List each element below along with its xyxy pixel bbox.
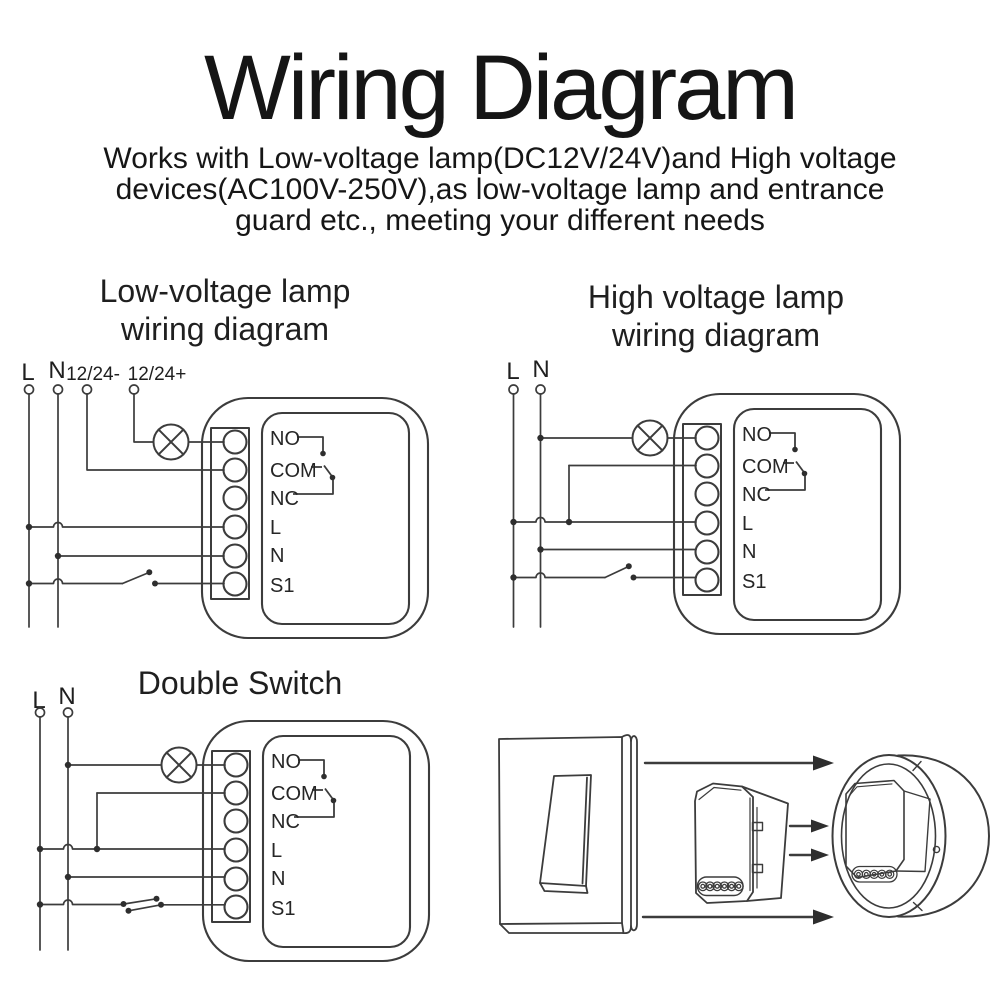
- terminal-label-l: L: [742, 513, 753, 535]
- terminal-label-com: COM: [271, 783, 318, 805]
- section-title: Double Switch: [138, 665, 343, 701]
- terminal-label-n: N: [270, 545, 284, 567]
- low-voltage-diagram: Low-voltage lamp wiring diagram L N 12/2…: [21, 273, 430, 640]
- section-title-line-1: Low-voltage lamp: [100, 273, 351, 309]
- arrow-right-icon: [788, 848, 829, 862]
- double-switch-diagram: Double Switch L N: [32, 665, 431, 963]
- terminal-label-no: NO: [270, 428, 300, 450]
- subtitle-line-2: devices(AC100V-250V),as low-voltage lamp…: [115, 173, 885, 206]
- terminal-label-l: L: [270, 517, 281, 539]
- lamp-icon: [631, 419, 669, 457]
- terminal-label-l: L: [271, 840, 282, 862]
- wire-label-l: L: [32, 687, 45, 714]
- round-mount-box-icon: [831, 754, 990, 918]
- high-voltage-diagram: High voltage lamp wiring diagram L N: [506, 279, 902, 636]
- junction-dots: [510, 434, 637, 581]
- terminal-label-com: COM: [742, 456, 789, 478]
- wires: [28, 393, 225, 628]
- arrow-right-icon: [788, 819, 829, 833]
- wire-label-dc-plus: 12/24+: [128, 364, 187, 385]
- wire-label-n: N: [48, 357, 65, 384]
- junction-dots: [25, 523, 158, 587]
- terminal-label-no: NO: [271, 751, 301, 773]
- wire-label-n: N: [532, 356, 549, 383]
- module-terminal-labels: NO COM NC L N S1: [742, 424, 789, 593]
- page-subtitle: Works with Low-voltage lamp(DC12V/24V)an…: [0, 143, 1000, 236]
- junction-dots: [36, 761, 164, 914]
- terminal-label-n: N: [271, 868, 285, 890]
- terminal-label-nc: NC: [742, 484, 771, 506]
- wall-switch-icon: [498, 734, 638, 935]
- wires: [512, 393, 697, 628]
- terminal-label-no: NO: [742, 424, 772, 446]
- terminal-label-s1: S1: [742, 571, 766, 593]
- terminal-label-nc: NC: [270, 488, 299, 510]
- wire-label-l: L: [506, 358, 519, 385]
- supply-terminals: [508, 384, 546, 395]
- section-title-line-2: wiring diagram: [611, 317, 820, 353]
- subtitle-line-1: Works with Low-voltage lamp(DC12V/24V)an…: [103, 142, 897, 175]
- lamp-icon: [152, 423, 190, 461]
- section-title-line-2: wiring diagram: [120, 311, 329, 347]
- installation-illustration: [498, 734, 990, 935]
- switch-module: [672, 392, 902, 636]
- module-terminal-labels: NO COM NC L N S1: [271, 751, 318, 920]
- section-title-line-1: High voltage lamp: [588, 279, 844, 315]
- arrow-right-icon: [643, 755, 834, 771]
- module-terminal-labels: NO COM NC L N S1: [270, 428, 317, 597]
- terminal-label-s1: S1: [271, 898, 295, 920]
- terminal-label-nc: NC: [271, 811, 300, 833]
- arrow-right-icon: [641, 909, 834, 925]
- wire-label-n: N: [58, 683, 75, 710]
- switch-module: [200, 396, 430, 640]
- wire-label-l: L: [21, 359, 34, 386]
- switch-module: [201, 719, 431, 963]
- supply-terminals: [23, 384, 140, 395]
- supply-terminals: [34, 707, 74, 718]
- relay-module-icon: [694, 782, 789, 904]
- lamp-icon: [160, 746, 198, 784]
- wires: [39, 716, 226, 951]
- terminal-label-com: COM: [270, 460, 317, 482]
- subtitle-line-3: guard etc., meeting your different needs: [235, 204, 765, 237]
- terminal-label-s1: S1: [270, 575, 294, 597]
- page-title: Wiring Diagram: [204, 37, 799, 139]
- wire-label-dc-minus: 12/24-: [66, 364, 120, 385]
- terminal-label-n: N: [742, 541, 756, 563]
